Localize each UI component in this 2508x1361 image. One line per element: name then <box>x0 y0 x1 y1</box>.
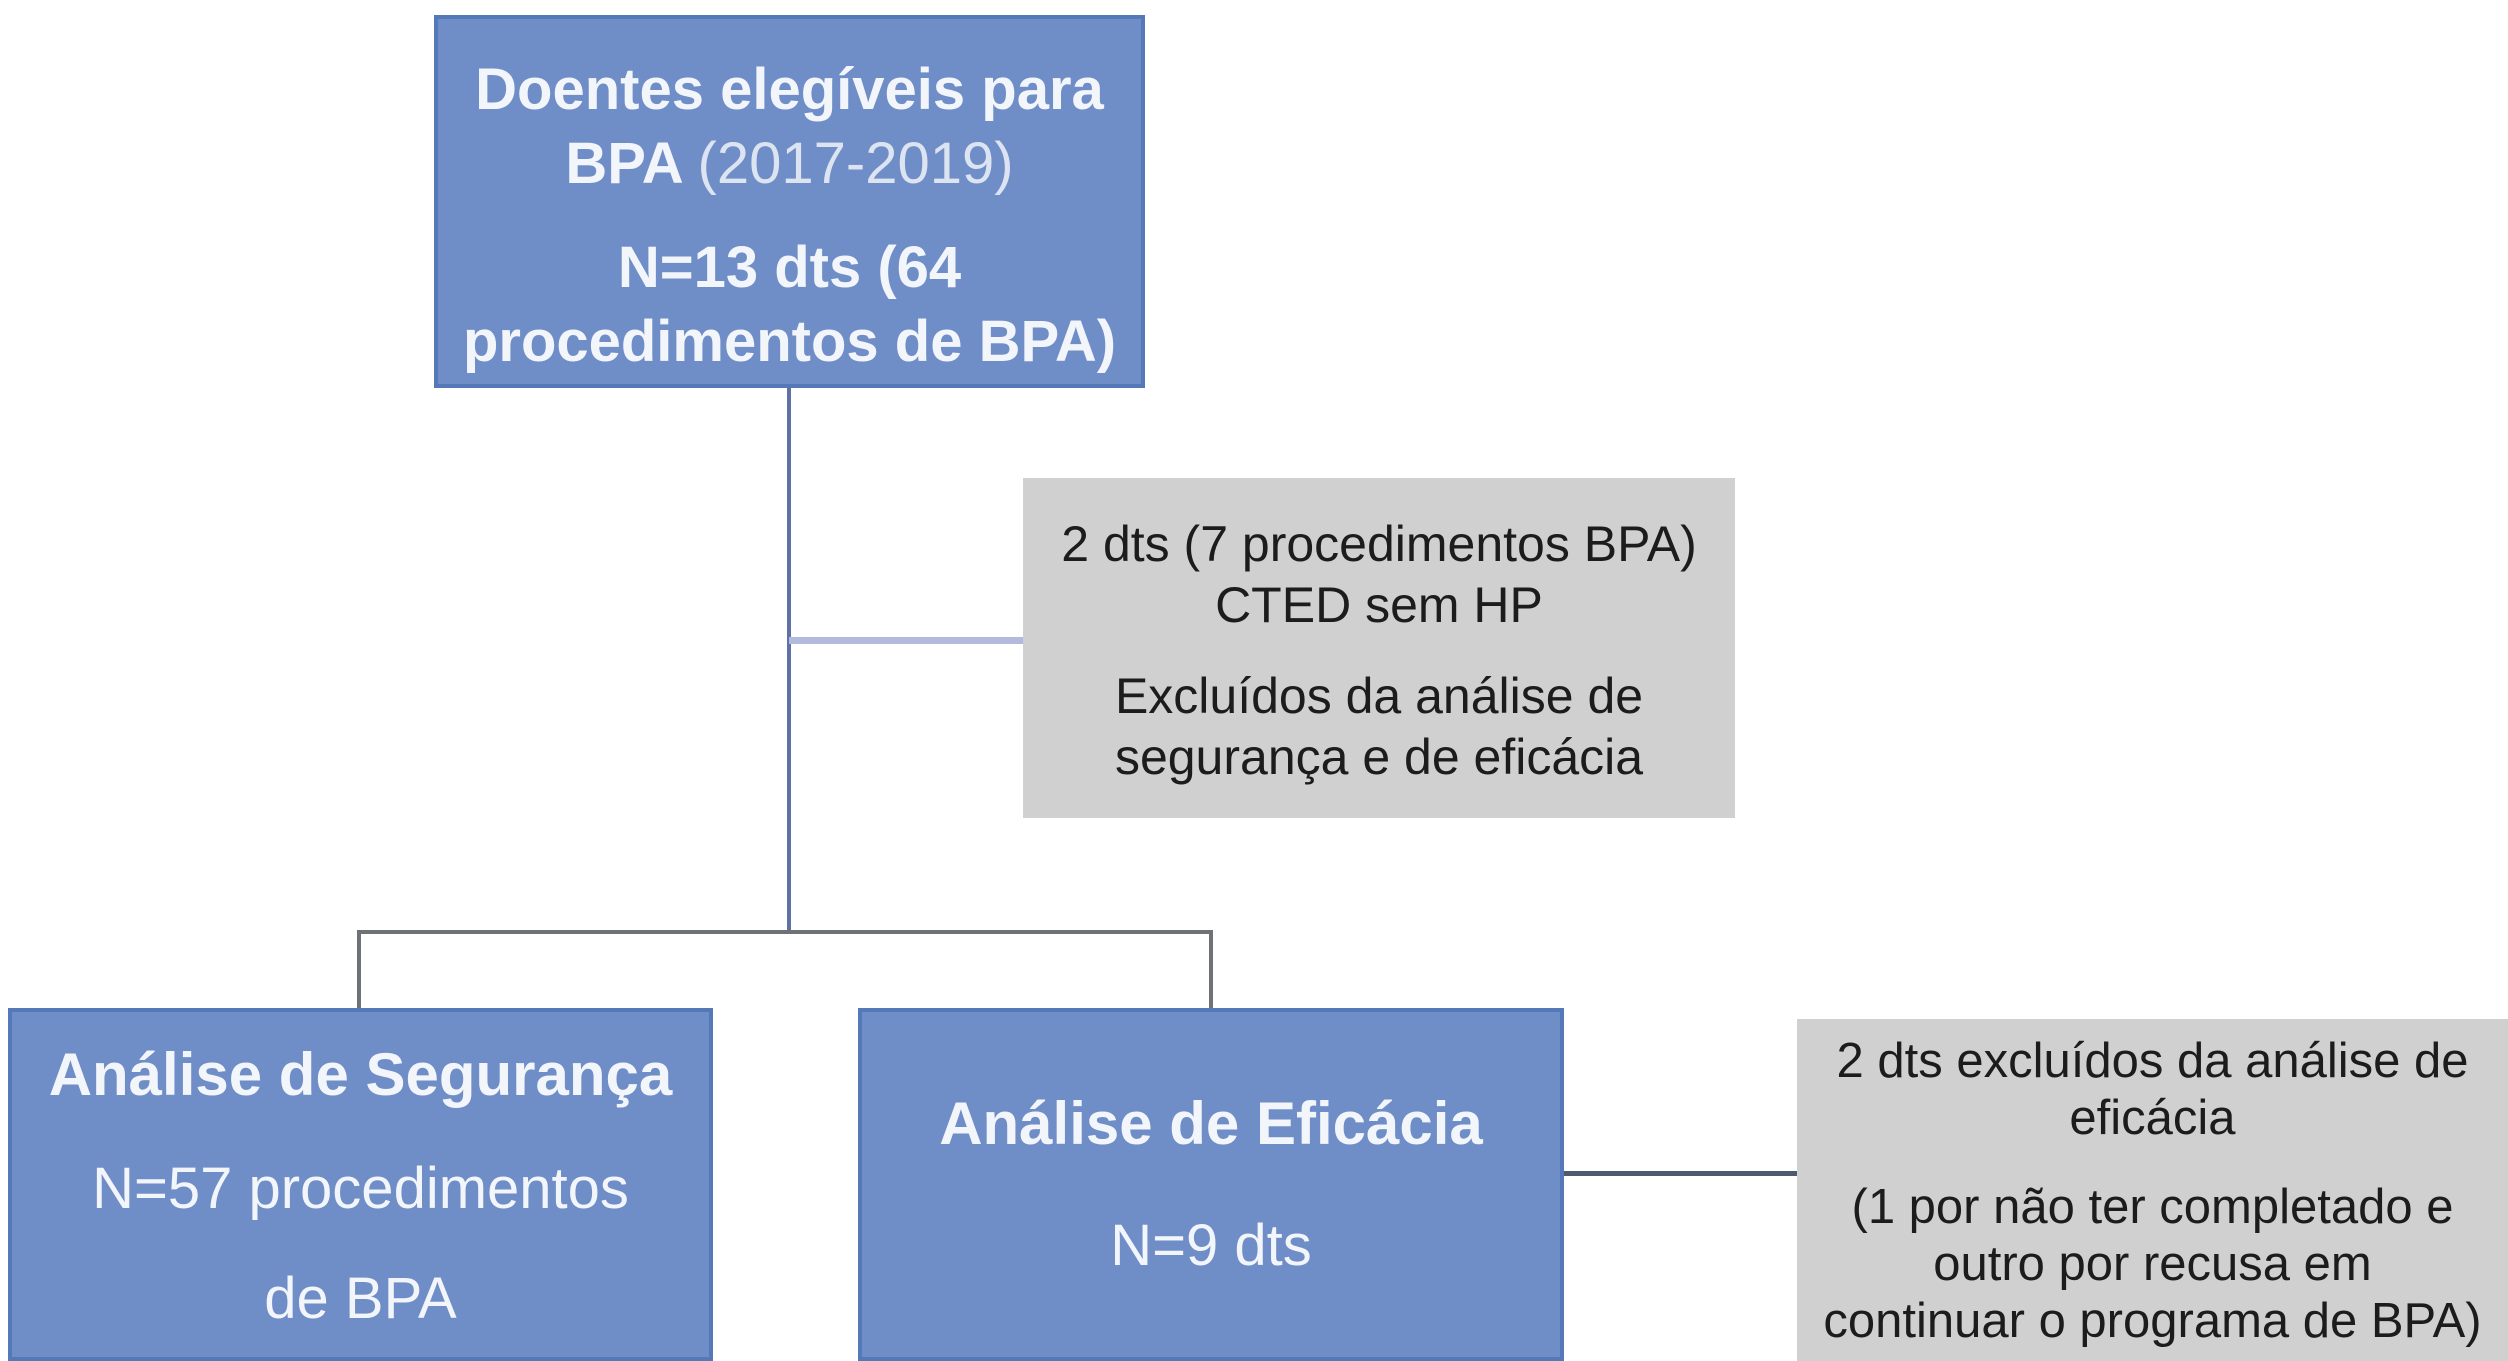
excluded-efficacy-summary: 2 dts excluídos da análise de eficácia <box>1837 1033 2469 1147</box>
connector-drop-safety <box>357 930 361 1008</box>
excluded-efficacy-line2: eficácia <box>2069 1091 2236 1145</box>
box-excluded-both-analyses: 2 dts (7 procedimentos BPA) CTED sem HP … <box>1023 478 1735 818</box>
safety-title: Análise de Segurança <box>48 1041 673 1108</box>
safety-count-line2: de BPA <box>264 1266 457 1331</box>
connector-top-to-split <box>787 388 791 932</box>
excluded-efficacy-reasons: (1 por não ter completado e outro por re… <box>1823 1179 2481 1350</box>
excluded-efficacy-line4: outro por recusa em <box>1933 1237 2372 1291</box>
efficacy-count: N=9 dts <box>1110 1212 1312 1278</box>
eligible-heading: Doentes elegíveis para BPA (2017-2019) <box>475 53 1104 201</box>
eligible-count: N=13 dts (64 procedimentos de BPA) <box>463 231 1116 379</box>
safety-count-line1: N=57 procedimentos <box>92 1156 629 1221</box>
eligible-heading-line1: Doentes elegíveis para <box>475 57 1104 122</box>
efficacy-title: Análise de Eficácia <box>939 1089 1483 1157</box>
eligible-heading-years: (2017-2019) <box>697 131 1014 196</box>
box-eligible-patients: Doentes elegíveis para BPA (2017-2019) N… <box>434 15 1145 388</box>
box-excluded-efficacy: 2 dts excluídos da análise de eficácia (… <box>1797 1019 2508 1361</box>
excluded-both-line1: 2 dts (7 procedimentos BPA) <box>1061 516 1697 572</box>
eligible-count-line2: procedimentos de BPA) <box>462 309 1117 374</box>
connector-branch-excluded <box>789 637 1023 644</box>
excluded-both-line2: CTED sem HP <box>1215 577 1543 633</box>
excluded-both-line3: Excluídos da análise de <box>1114 668 1644 724</box>
excluded-both-note: Excluídos da análise de segurança e de e… <box>1115 666 1643 788</box>
excluded-efficacy-line3: (1 por não ter completado e <box>1851 1180 2454 1234</box>
connector-efficacy-to-excluded <box>1564 1171 1797 1176</box>
connector-drop-efficacy <box>1209 930 1213 1008</box>
eligible-heading-line2-bold: BPA <box>565 131 682 196</box>
excluded-efficacy-line1: 2 dts excluídos da análise de <box>1836 1034 2469 1088</box>
connector-split-horizontal <box>357 930 1213 934</box>
box-safety-analysis: Análise de Segurança N=57 procedimentos … <box>8 1008 713 1361</box>
excluded-both-reason: 2 dts (7 procedimentos BPA) CTED sem HP <box>1061 514 1696 636</box>
box-efficacy-analysis: Análise de Eficácia N=9 dts <box>858 1008 1564 1361</box>
excluded-efficacy-line5: continuar o programa de BPA) <box>1823 1294 2482 1348</box>
eligible-count-line1: N=13 dts (64 <box>617 235 962 300</box>
excluded-both-line4: segurança e de eficácia <box>1114 729 1644 785</box>
